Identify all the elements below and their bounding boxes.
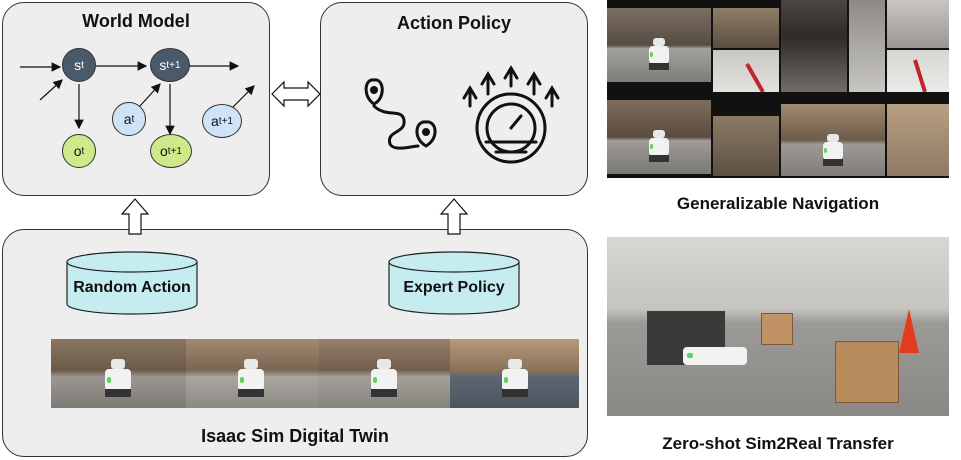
bidirectional-arrow [271, 80, 321, 108]
random-action-dataset: Random Action [66, 251, 198, 318]
nav-frame-4 [781, 0, 847, 92]
obs-t-base: o [73, 143, 82, 159]
act-t-sub: t [131, 113, 135, 125]
nav-frame-7 [887, 50, 949, 92]
obs-t1-base: o [160, 143, 168, 159]
state-t1-sub: t+1 [166, 59, 181, 71]
robot-image [647, 130, 671, 164]
navigation-collage [607, 0, 949, 178]
state-t-sub: t [81, 59, 84, 71]
robot-image [683, 347, 747, 371]
sim-frame-3 [319, 339, 450, 408]
robot-image [236, 359, 266, 399]
state-t1-base: s [159, 57, 167, 73]
world-model-panel: World Model [2, 2, 270, 196]
random-action-label: Random Action [73, 279, 191, 296]
act-t1-sub: t+1 [218, 115, 233, 127]
act-t1-base: a [211, 113, 219, 129]
sim2real-photo [607, 237, 949, 416]
state-t-base: s [74, 57, 82, 73]
nav-frame-1 [607, 8, 711, 82]
cylinder-shape [388, 251, 520, 315]
expert-policy-label: Expert Policy [403, 279, 505, 296]
nav-frame-9 [713, 116, 779, 176]
nav-frame-8 [607, 100, 711, 174]
route-path-icon [364, 78, 437, 150]
nav-frame-6 [887, 0, 949, 48]
nav-frame-10 [781, 104, 885, 176]
expert-policy-dataset: Expert Policy [388, 251, 520, 318]
navigation-caption: Generalizable Navigation [676, 194, 880, 213]
obs-t1-sub: t+1 [167, 145, 182, 157]
action-policy-title: Action Policy [396, 13, 512, 33]
nav-frame-3 [713, 50, 779, 92]
act-t-base: a [123, 111, 132, 127]
robot-image [369, 359, 399, 399]
isaac-sim-title: Isaac Sim Digital Twin [201, 426, 389, 446]
robot-image [500, 359, 530, 399]
sim-frame-4 [450, 339, 579, 408]
up-arrow-world-model [120, 198, 150, 235]
cardboard-box [761, 313, 793, 345]
speedometer-icon [462, 65, 560, 164]
sim-frame-1 [51, 339, 186, 408]
obs-t-sub: t [81, 145, 85, 157]
traffic-cone-icon [899, 309, 919, 353]
up-arrow-action-policy [439, 198, 469, 235]
nav-frame-2 [713, 8, 779, 48]
robot-image [103, 359, 133, 399]
robot-image [821, 134, 845, 168]
sim2real-caption: Zero-shot Sim2Real Transfer [662, 434, 894, 453]
world-model-title: World Model [82, 11, 190, 31]
sim-frame-2 [186, 339, 319, 408]
action-policy-panel: Action Policy [320, 2, 588, 196]
nav-frame-5 [849, 0, 885, 92]
cardboard-box [835, 341, 899, 403]
nav-frame-11 [887, 104, 949, 176]
robot-image [647, 38, 671, 72]
cylinder-shape [66, 251, 198, 315]
